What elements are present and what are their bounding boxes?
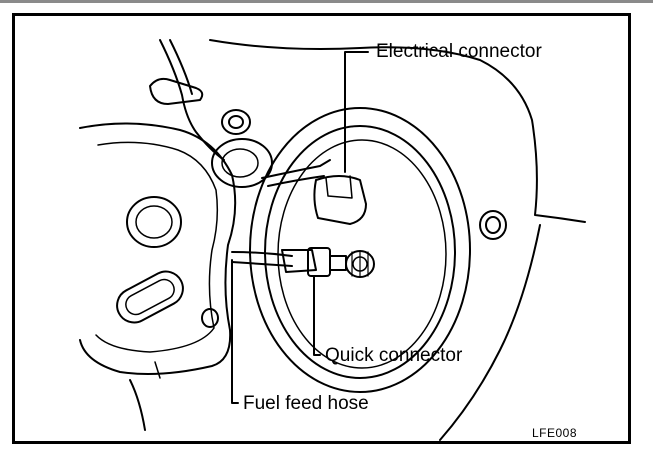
access-ring-inner-lip [277, 139, 447, 369]
fuel-feed-hose-line-upper [231, 251, 293, 257]
grommet-right-outer [479, 210, 507, 240]
quick-connector-leader [313, 275, 321, 356]
lower-panel-curve [129, 379, 146, 431]
hose-fitting [281, 249, 317, 273]
quick-connector-body [307, 247, 331, 277]
grommet-right-inner [485, 216, 501, 234]
bracket-slot-lower [116, 270, 184, 324]
access-ring-outer [249, 107, 471, 393]
lower-panel-curve-2 [154, 361, 161, 379]
bracket-hole-upper [126, 196, 182, 248]
access-ring-inner [264, 125, 456, 379]
bracket-bolt [201, 308, 219, 328]
wire-harness-2 [169, 39, 193, 95]
figure-code: LFE008 [532, 426, 578, 440]
rubber-boot-inner [221, 148, 259, 178]
grommet-top-outer [221, 109, 251, 135]
rubber-boot [211, 138, 273, 188]
pump-fitting-ribs [351, 250, 369, 278]
quick-connector-neck [329, 255, 347, 271]
electrical-connector-leader [344, 51, 369, 173]
fuel-feed-hose-line-lower [231, 261, 293, 267]
grommet-top-inner [228, 115, 244, 129]
body-panel-outline [209, 39, 586, 223]
diagram-frame [12, 13, 631, 444]
boot-hose-2 [267, 175, 325, 187]
left-bracket-outline [79, 122, 237, 375]
body-panel-lower-edge [439, 224, 541, 441]
top-rule [0, 0, 653, 3]
harness-clip [149, 77, 204, 105]
left-bracket-inner [95, 141, 219, 353]
electrical-connector-body [313, 175, 367, 225]
bracket-slot-lower-inner [125, 278, 175, 316]
label-electrical-connector: Electrical connector [376, 41, 542, 62]
bracket-hole-upper-inner [135, 205, 173, 239]
label-fuel-feed-hose: Fuel feed hose [243, 393, 369, 414]
label-quick-connector: Quick connector [325, 345, 463, 366]
boot-hose [261, 159, 331, 179]
fuel-feed-hose-leader [231, 259, 239, 404]
wire-harness [159, 39, 225, 161]
electrical-connector-top [325, 175, 353, 199]
